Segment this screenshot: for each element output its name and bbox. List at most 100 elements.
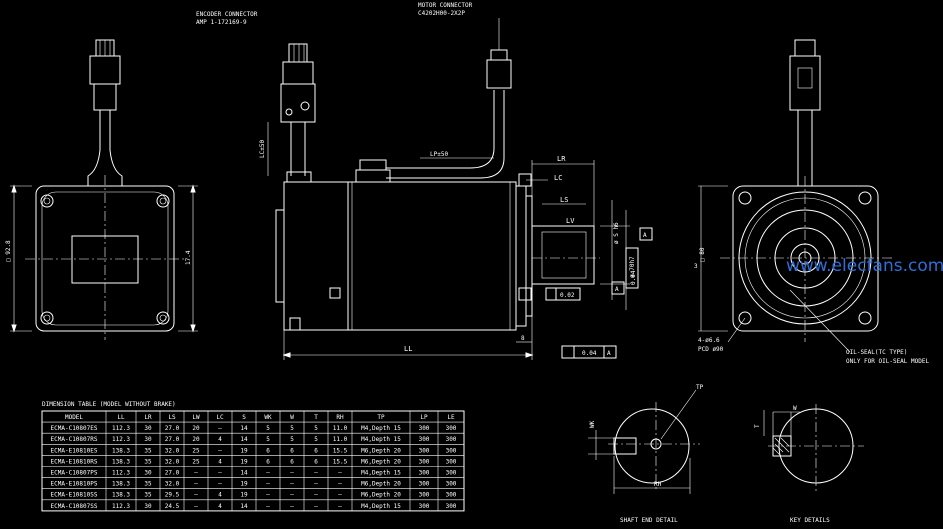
table-cell: ECMA-C10807ES	[51, 425, 98, 432]
table-cell: M4,Depth 15	[361, 425, 401, 432]
table-cell: ECMA-C10807RS	[51, 436, 98, 443]
table-cell: 14	[240, 503, 248, 510]
pcd-label: PCD ø90	[698, 346, 724, 353]
table-cell: —	[218, 470, 222, 477]
table-cell: 11.0	[333, 425, 348, 432]
table-cell: 30	[144, 436, 152, 443]
perpendicularity-value: 0.02	[560, 292, 575, 299]
dim-8: 8	[521, 335, 525, 342]
table-cell: 15.5	[333, 458, 348, 465]
table-cell: 32.0	[165, 481, 180, 488]
table-header-cell: LC	[216, 414, 224, 421]
watermark: www.elecfans.com	[786, 256, 943, 276]
table-cell: 6	[314, 447, 318, 454]
table-cell: —	[338, 492, 342, 499]
table-cell: 32.0	[165, 447, 180, 454]
table-cell: M4,Depth 15	[361, 470, 401, 477]
table-header-cell: S	[242, 414, 246, 421]
table-cell: M4,Depth 15	[361, 436, 401, 443]
table-cell: 35	[144, 447, 152, 454]
motor-connector-label: MOTOR CONNECTOR	[418, 2, 473, 9]
table-cell: 14	[240, 436, 248, 443]
table-header-cell: LS	[168, 414, 176, 421]
table-cell: 300	[446, 436, 457, 443]
lp-dimension: LP±50	[430, 151, 448, 158]
dim-80: □ 80	[699, 247, 706, 262]
table-cell: 300	[419, 436, 430, 443]
table-cell: 112.3	[112, 436, 130, 443]
table-cell: 300	[419, 458, 430, 465]
dim-3: 3	[694, 263, 698, 270]
table-cell: 138.3	[112, 492, 130, 499]
lv-dimension: LV	[566, 217, 575, 225]
table-cell: 11.0	[333, 436, 348, 443]
table-cell: 138.3	[112, 447, 130, 454]
table-header-cell: LP	[420, 414, 428, 421]
rear-view	[10, 39, 198, 340]
table-cell: 24.5	[165, 503, 180, 510]
key-details-title: KEY DETAILS	[790, 517, 830, 524]
table-cell: ECMA-E10810RS	[51, 458, 98, 465]
oil-seal-label: OIL-SEAL(TC TYPE)	[846, 349, 907, 356]
table-cell: —	[218, 481, 222, 488]
table-cell: M4,Depth 15	[361, 503, 401, 510]
datum-a-2: A	[615, 286, 619, 293]
table-cell: 19	[240, 481, 248, 488]
table-cell: 112.3	[112, 470, 130, 477]
table-cell: —	[194, 492, 198, 499]
table-cell: 5	[266, 436, 270, 443]
table-cell: —	[314, 470, 318, 477]
table-cell: 300	[419, 503, 430, 510]
table-cell: 30	[144, 425, 152, 432]
rh-label: RH	[654, 481, 662, 488]
table-header-cell: LE	[447, 414, 455, 421]
shaft-end-detail	[588, 389, 700, 494]
table-cell: 35	[144, 458, 152, 465]
table-cell: —	[194, 503, 198, 510]
motor-connector-part: C4202H00-2X2P	[418, 10, 465, 17]
table-cell: 20	[192, 436, 200, 443]
table-cell: 300	[446, 470, 457, 477]
table-title: DIMENSION TABLE (MODEL WITHOUT BRAKE)	[42, 401, 176, 408]
table-cell: 4	[218, 436, 222, 443]
table-cell: —	[290, 492, 294, 499]
datum-a-1: A	[607, 350, 611, 357]
table-cell: 138.3	[112, 481, 130, 488]
table-cell: 300	[419, 447, 430, 454]
wk-label: WK	[589, 420, 596, 428]
table-cell: —	[290, 470, 294, 477]
w-label: W	[793, 405, 797, 412]
dim-174: 17.4	[185, 250, 192, 265]
table-cell: 300	[419, 470, 430, 477]
table-cell: 6	[266, 447, 270, 454]
table-cell: —	[314, 481, 318, 488]
table-header-cell: T	[314, 414, 318, 421]
table-cell: 4	[218, 492, 222, 499]
key-details	[763, 404, 864, 492]
table-cell: —	[218, 425, 222, 432]
table-cell: 30	[144, 503, 152, 510]
table-cell: ECMA-E10810PS	[51, 481, 98, 488]
table-cell: 5	[314, 425, 318, 432]
table-cell: 35	[144, 492, 152, 499]
table-cell: 4	[218, 503, 222, 510]
table-cell: 30	[144, 470, 152, 477]
table-cell: —	[218, 447, 222, 454]
table-cell: —	[338, 503, 342, 510]
lc-small-dimension: LC	[554, 174, 562, 182]
table-cell: —	[266, 481, 270, 488]
mount-holes: 4-ø6.6	[698, 337, 720, 344]
table-header-cell: LL	[117, 414, 125, 421]
table-cell: 14	[240, 425, 248, 432]
table-cell: 4	[218, 458, 222, 465]
table-cell: —	[266, 503, 270, 510]
table-cell: 19	[240, 492, 248, 499]
table-cell: —	[266, 492, 270, 499]
table-cell: —	[266, 470, 270, 477]
table-cell: 27.0	[165, 425, 180, 432]
table-cell: 112.3	[112, 503, 130, 510]
side-view	[267, 18, 653, 360]
table-cell: 20	[192, 425, 200, 432]
table-header-cell: WK	[264, 414, 272, 421]
table-cell: 35	[144, 481, 152, 488]
